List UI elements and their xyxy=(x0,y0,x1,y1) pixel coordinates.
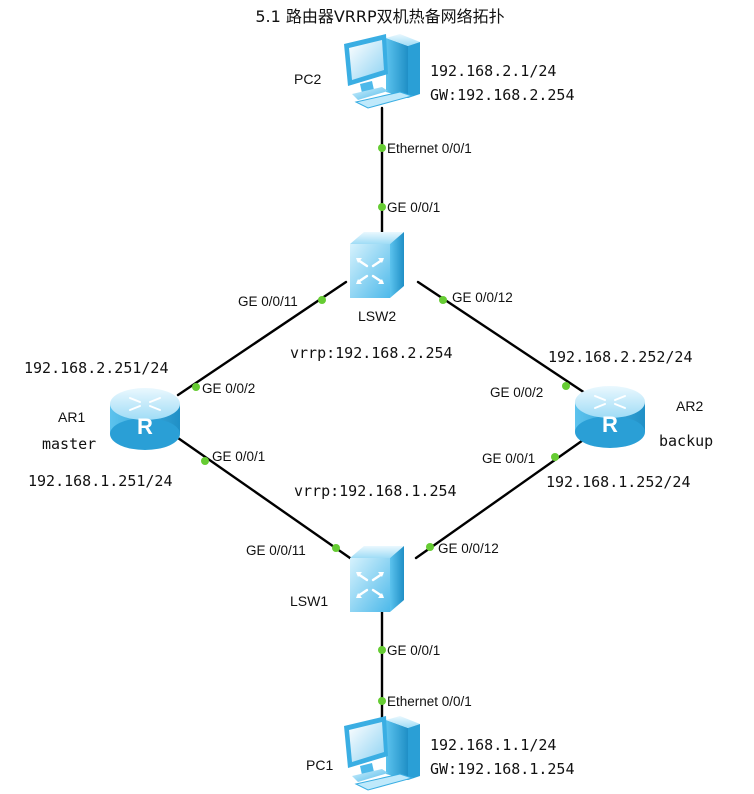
port-dot xyxy=(192,383,200,391)
pc2-gateway: GW:192.168.2.254 xyxy=(430,86,575,104)
port-dot xyxy=(201,457,209,465)
links xyxy=(176,106,590,724)
ar1-label: AR1 xyxy=(58,409,85,425)
vrrp-lan1-address: vrrp:192.168.1.254 xyxy=(294,482,457,500)
port-dot xyxy=(378,203,386,211)
port-label-ar1-ge002: GE 0/0/2 xyxy=(202,381,255,396)
port-label-lsw2-ge0012: GE 0/0/12 xyxy=(452,290,513,305)
port-label-lsw2-ge001: GE 0/0/1 xyxy=(387,200,440,215)
ar1-role: master xyxy=(42,435,96,453)
lsw1-device[interactable] xyxy=(348,544,406,614)
ar1-device[interactable] xyxy=(109,387,181,451)
port-dot xyxy=(332,544,340,552)
port-dot xyxy=(378,646,386,654)
port-label-lsw1-ge0012: GE 0/0/12 xyxy=(438,541,499,556)
ar2-ip-lan1: 192.168.1.252/24 xyxy=(546,473,691,491)
ar2-role: backup xyxy=(659,432,713,450)
port-dot xyxy=(551,453,559,461)
port-dots xyxy=(192,144,570,705)
pc1-device[interactable] xyxy=(343,715,421,791)
port-dot xyxy=(378,697,386,705)
port-label-lsw1-ge0011: GE 0/0/11 xyxy=(246,543,306,558)
port-dot xyxy=(426,543,434,551)
port-dot xyxy=(378,144,386,152)
lsw2-device[interactable] xyxy=(348,230,406,300)
port-label-ar2-ge002: GE 0/0/2 xyxy=(490,385,543,400)
ar1-ip-lan1: 192.168.1.251/24 xyxy=(28,472,173,490)
port-label-ar2-ge001: GE 0/0/1 xyxy=(482,451,535,466)
pc1-gateway: GW:192.168.1.254 xyxy=(430,760,575,778)
vrrp-lan2-address: vrrp:192.168.2.254 xyxy=(290,344,453,362)
pc-icon xyxy=(343,715,421,791)
ar2-device[interactable] xyxy=(574,385,646,449)
port-label-pc2-eth: Ethernet 0/0/1 xyxy=(387,141,472,156)
router-icon xyxy=(109,387,181,451)
ar2-ip-lan2: 192.168.2.252/24 xyxy=(548,348,693,366)
pc1-label: PC1 xyxy=(306,757,333,773)
ar2-label: AR2 xyxy=(676,398,703,414)
port-label-lsw2-ge0011: GE 0/0/11 xyxy=(238,294,298,309)
switch-icon xyxy=(348,230,406,300)
port-dot xyxy=(318,296,326,304)
port-label-pc1-eth: Ethernet 0/0/1 xyxy=(387,694,472,709)
pc1-ip: 192.168.1.1/24 xyxy=(430,736,556,754)
diagram-title: 5.1 路由器VRRP双机热备网络拓扑 xyxy=(255,7,504,26)
port-label-ar1-ge001: GE 0/0/1 xyxy=(212,449,265,464)
pc2-device[interactable] xyxy=(343,33,421,109)
switch-icon xyxy=(348,544,406,614)
port-dot xyxy=(562,382,570,390)
lsw2-label: LSW2 xyxy=(358,308,396,324)
link-lsw2-ar1 xyxy=(176,280,348,397)
pc2-ip: 192.168.2.1/24 xyxy=(430,62,556,80)
port-label-lsw1-ge001: GE 0/0/1 xyxy=(387,643,440,658)
pc2-label: PC2 xyxy=(294,71,321,87)
lsw1-label: LSW1 xyxy=(290,593,328,609)
ar1-ip-lan2: 192.168.2.251/24 xyxy=(24,359,169,377)
router-icon xyxy=(574,385,646,449)
port-dot xyxy=(439,296,447,304)
pc-icon xyxy=(343,33,421,109)
